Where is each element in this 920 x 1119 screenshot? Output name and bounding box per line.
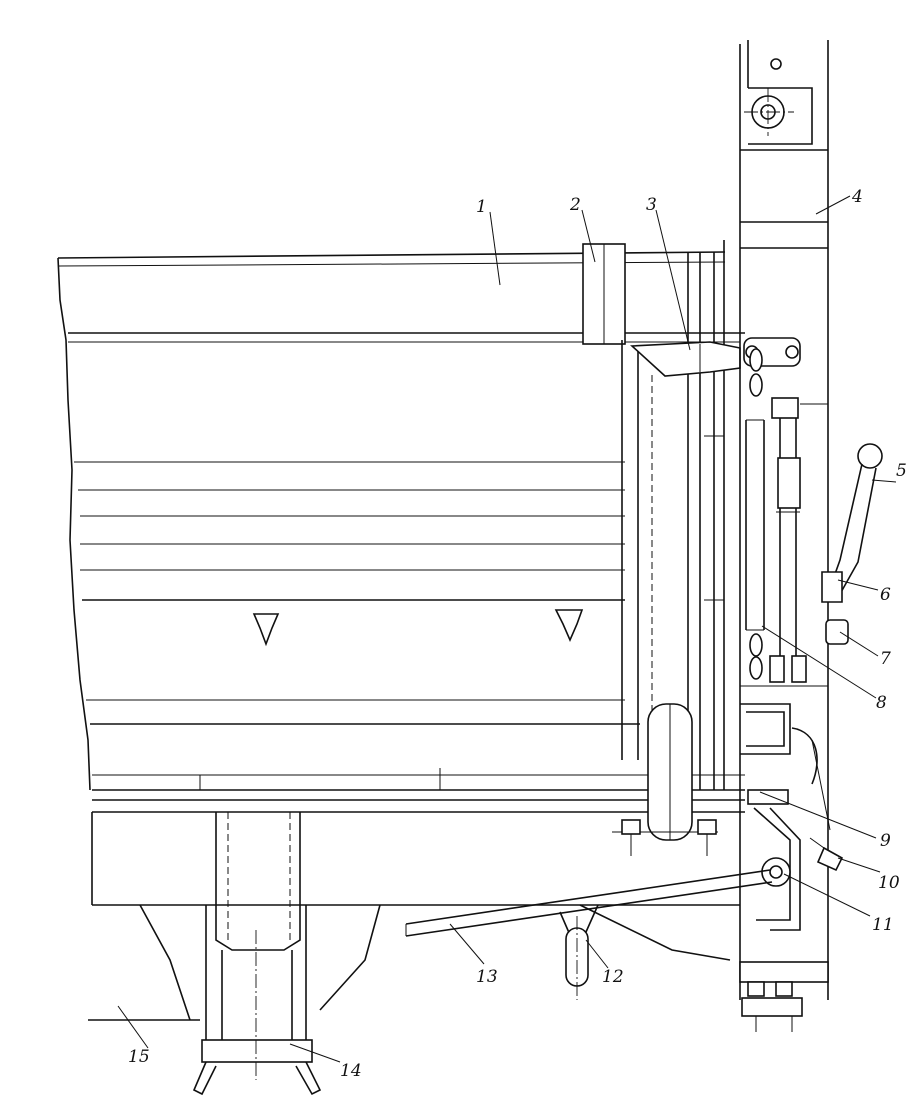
chassis bbox=[88, 812, 740, 1021]
callout-15: 15 bbox=[128, 1047, 150, 1067]
chain-tensioner bbox=[740, 348, 828, 687]
side-board bbox=[57, 251, 745, 813]
callout-14: 14 bbox=[340, 1061, 362, 1081]
end-board bbox=[612, 240, 725, 856]
callout-10: 10 bbox=[878, 873, 900, 893]
lower-frame bbox=[739, 703, 844, 1032]
callout-2: 2 bbox=[569, 195, 581, 215]
callout-6: 6 bbox=[880, 585, 891, 605]
callout-9: 9 bbox=[880, 831, 891, 851]
callout-1: 1 bbox=[476, 197, 487, 217]
latch-pin bbox=[630, 337, 801, 377]
callout-13: 13 bbox=[476, 967, 498, 987]
pillar bbox=[739, 40, 829, 1000]
callout-4: 4 bbox=[851, 187, 863, 207]
release-lever bbox=[405, 869, 773, 1000]
callout-8: 8 bbox=[876, 693, 887, 713]
locking-handle bbox=[821, 443, 883, 660]
callout-labels: 1 2 3 4 5 6 7 8 9 10 11 12 13 14 15 bbox=[128, 187, 907, 1081]
side-hook-right-icon bbox=[554, 609, 584, 642]
callout-3: 3 bbox=[646, 195, 657, 215]
callout-7: 7 bbox=[880, 649, 891, 669]
hinge-bracket bbox=[192, 812, 322, 1096]
callout-5: 5 bbox=[896, 461, 907, 481]
side-hook-left-icon bbox=[252, 613, 280, 647]
callout-12: 12 bbox=[602, 967, 624, 987]
leader-lines bbox=[117, 195, 897, 1063]
callout-11: 11 bbox=[872, 915, 894, 935]
bracket bbox=[582, 243, 626, 345]
